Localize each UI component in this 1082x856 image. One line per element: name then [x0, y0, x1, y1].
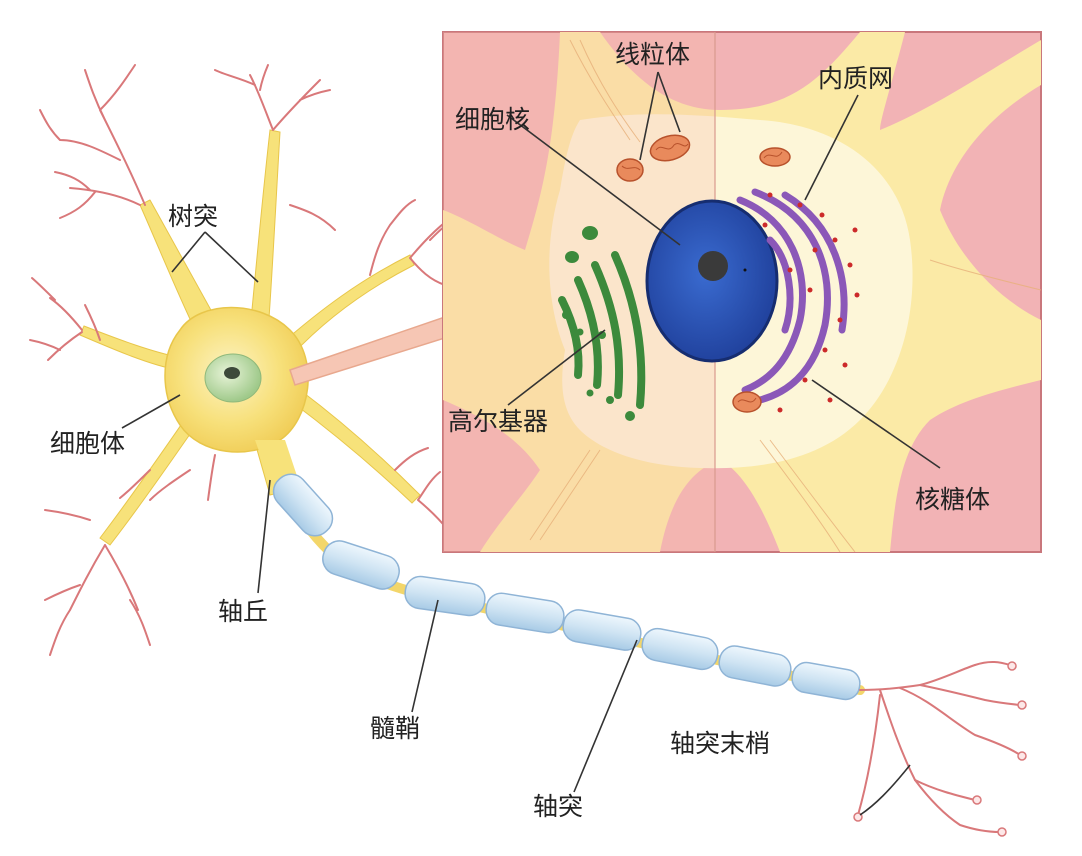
- label-dendrite: 树突: [168, 202, 218, 231]
- label-myelin-sheath: 髓鞘: [370, 714, 420, 743]
- labels: 树突 细胞体 轴丘 髓鞘 轴突 轴突末梢 线粒体 内质网 细胞核 高尔基器 核糖…: [50, 40, 990, 821]
- nucleus: [645, 199, 779, 363]
- axon-terminals: [857, 661, 1021, 833]
- ribosomes: [762, 192, 860, 413]
- label-axon-terminal: 轴突末梢: [670, 729, 770, 758]
- label-cell-body: 细胞体: [50, 429, 125, 458]
- mitochondria: [616, 134, 791, 413]
- label-golgi: 高尔基器: [448, 407, 548, 436]
- nucleolus-dot: [743, 268, 747, 272]
- terminal-buttons: [853, 661, 1027, 837]
- small-nucleolus: [224, 367, 240, 379]
- nucleolus: [698, 251, 728, 281]
- label-endoplasmic-reticulum: 内质网: [818, 64, 893, 93]
- label-nucleus: 细胞核: [455, 105, 530, 134]
- golgi-apparatus: [558, 251, 646, 409]
- leader-lines: [121, 71, 941, 816]
- label-mitochondria: 线粒体: [615, 40, 690, 69]
- myelin-sheath: [272, 473, 861, 701]
- label-axon: 轴突: [533, 792, 583, 821]
- inset-view: [442, 31, 1042, 553]
- cytoskeleton-fibers: [529, 39, 1041, 552]
- label-ribosome: 核糖体: [915, 485, 990, 514]
- label-axon-hillock: 轴丘: [218, 597, 268, 626]
- neuron: [29, 64, 1027, 837]
